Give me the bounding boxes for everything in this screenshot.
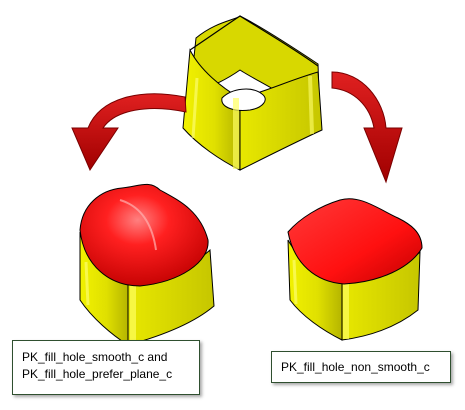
label-non-smooth-line1: PK_fill_hole_non_smooth_c bbox=[281, 360, 430, 374]
arrow-right bbox=[331, 71, 403, 184]
label-non-smooth-fill: PK_fill_hole_non_smooth_c bbox=[271, 351, 451, 383]
label-smooth-line1: PK_fill_hole_smooth_c and bbox=[22, 350, 168, 364]
label-smooth-line2: PK_fill_hole_prefer_plane_c bbox=[22, 367, 173, 381]
non-smooth-fill-shape bbox=[287, 198, 423, 341]
arrow-left bbox=[71, 93, 187, 172]
label-smooth-fill: PK_fill_hole_smooth_c and PK_fill_hole_p… bbox=[12, 340, 200, 395]
smooth-fill-shape bbox=[79, 183, 215, 346]
open-tube-shape bbox=[182, 15, 323, 171]
